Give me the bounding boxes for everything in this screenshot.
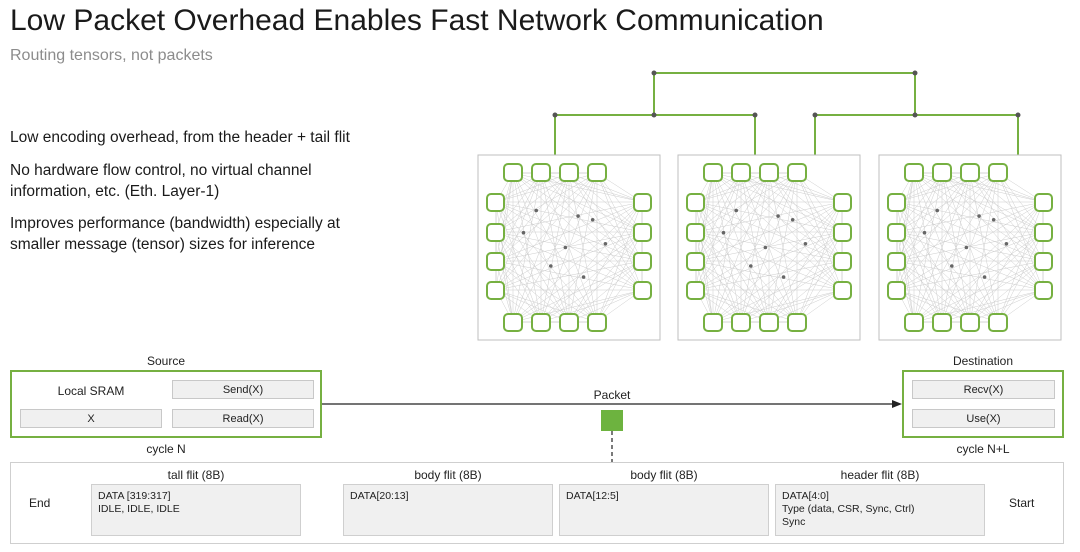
bullet-encoding-overhead: Low encoding overhead, from the header +… <box>10 129 350 146</box>
recv-cell: Recv(X) <box>912 380 1055 399</box>
flit-line: DATA[12:5] <box>566 490 619 502</box>
page-title: Low Packet Overhead Enables Fast Network… <box>10 4 824 37</box>
x-cell: X <box>20 409 162 428</box>
packet-square <box>601 410 623 431</box>
flit-box-tail: DATA [319:317] IDLE, IDLE, IDLE <box>91 484 301 536</box>
send-cell: Send(X) <box>172 380 314 399</box>
destination-label: Destination <box>952 354 1014 368</box>
chip-1 <box>477 154 661 341</box>
start-label: Start <box>1009 496 1035 510</box>
packet-arrow <box>322 400 902 462</box>
page-subtitle: Routing tensors, not packets <box>10 47 213 64</box>
flit-line: Sync <box>782 516 806 528</box>
source-cycle-label: cycle N <box>146 442 186 456</box>
flit-box-body-2: DATA[12:5] <box>559 484 769 536</box>
flit-box-body-1: DATA[20:13] <box>343 484 553 536</box>
network-topology-diagram <box>477 70 1062 341</box>
read-cell: Read(X) <box>172 409 314 428</box>
flit-layout: End Start tall flit (8B) DATA [319:317] … <box>10 462 1064 544</box>
chip-3 <box>878 154 1062 341</box>
flit-line: DATA[20:13] <box>350 490 409 502</box>
flit-title-body-1: body flit (8B) <box>414 468 482 482</box>
flit-line: DATA [319:317] <box>98 490 171 502</box>
flit-title-tail: tall flit (8B) <box>167 468 225 482</box>
chip-2 <box>677 154 861 341</box>
flit-line: DATA[4:0] <box>782 490 829 502</box>
destination-box: Recv(X) Use(X) <box>902 370 1064 438</box>
bullet-performance: Improves performance (bandwidth) especia… <box>10 215 340 253</box>
flit-title-header: header flit (8B) <box>840 468 920 482</box>
source-box: Local SRAM Send(X) X Read(X) <box>10 370 322 438</box>
flit-title-body-2: body flit (8B) <box>630 468 698 482</box>
local-sram-label: Local SRAM <box>57 384 125 398</box>
flit-line: Type (data, CSR, Sync, Ctrl) <box>782 503 915 515</box>
interconnect-tree <box>552 70 1021 157</box>
destination-cycle-label: cycle N+L <box>956 442 1010 456</box>
use-cell: Use(X) <box>912 409 1055 428</box>
source-label: Source <box>146 354 186 368</box>
bullet-flow-control: No hardware flow control, no virtual cha… <box>10 162 312 200</box>
end-label: End <box>29 496 51 510</box>
flit-line: IDLE, IDLE, IDLE <box>98 503 180 515</box>
flit-box-header: DATA[4:0] Type (data, CSR, Sync, Ctrl) S… <box>775 484 985 536</box>
packet-label: Packet <box>593 388 631 402</box>
